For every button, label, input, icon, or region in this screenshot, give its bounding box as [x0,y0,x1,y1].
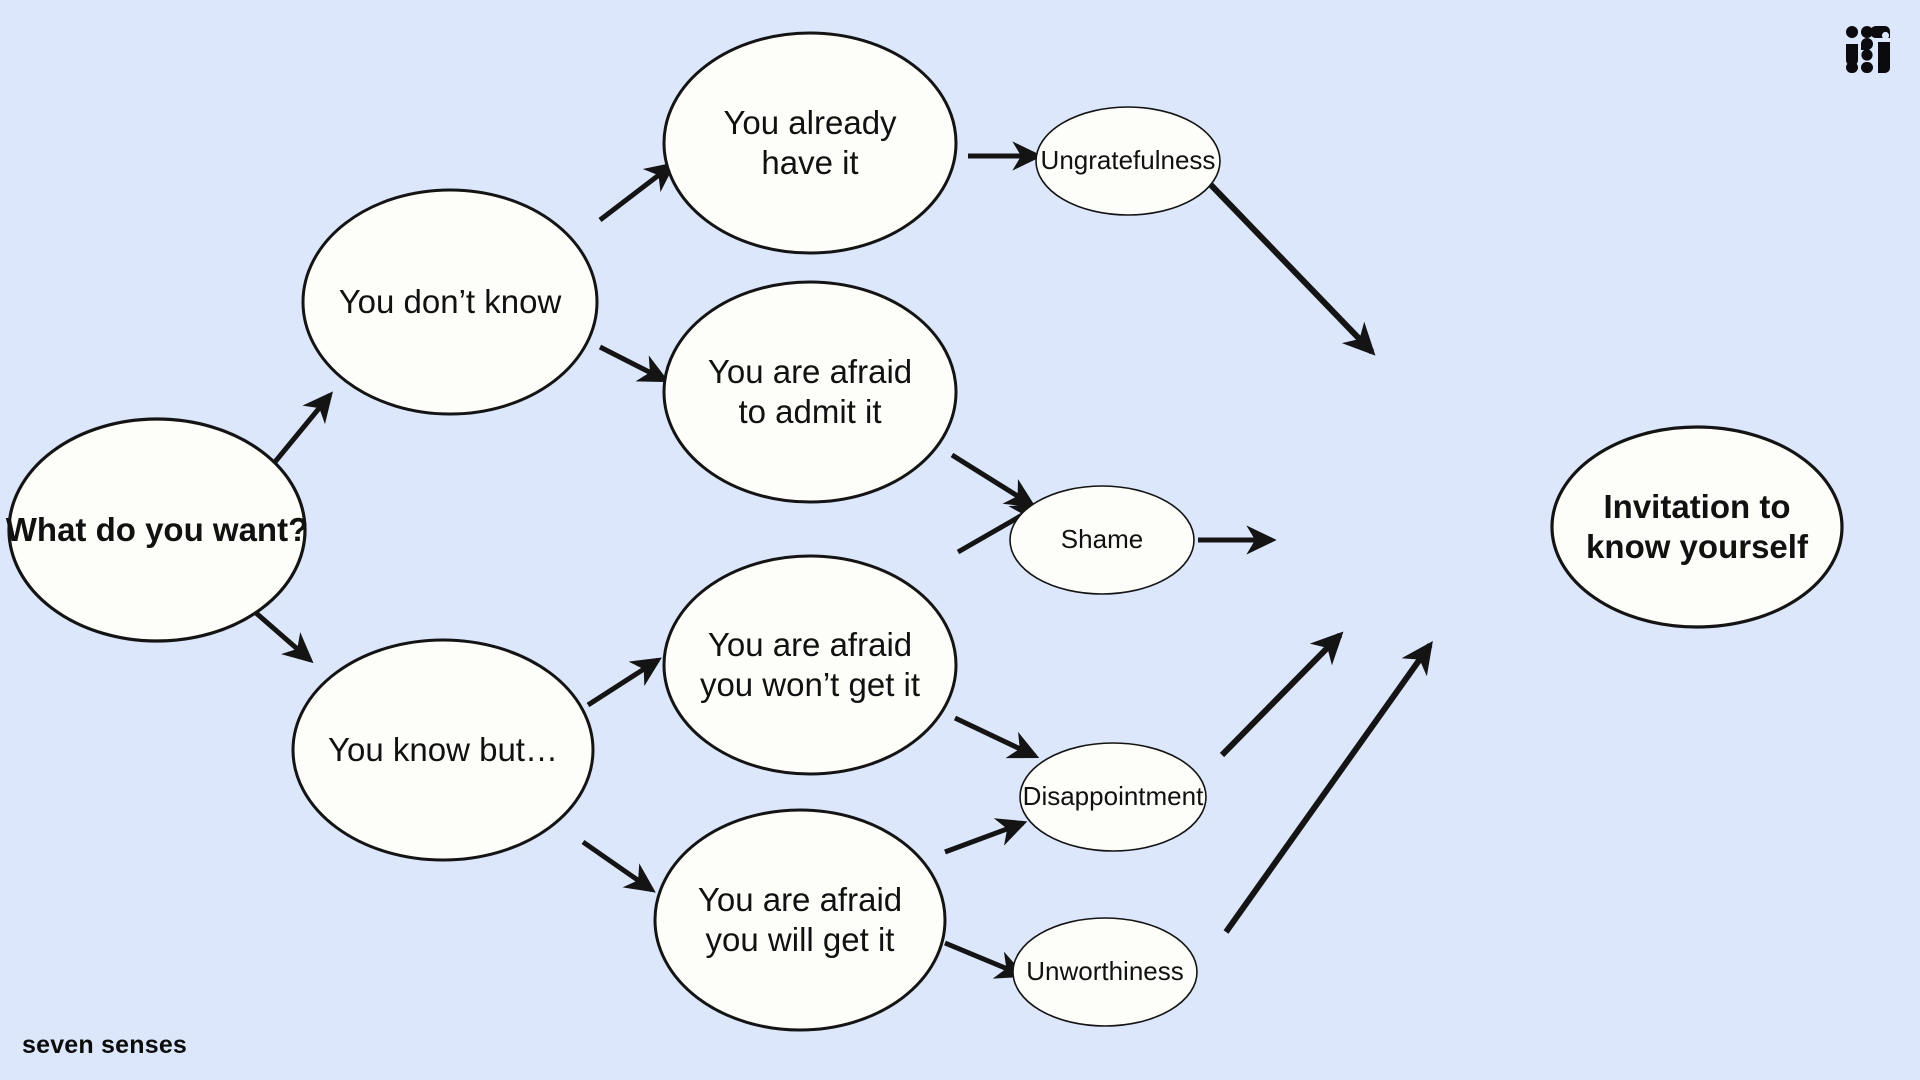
edge-afraid-wont-to-disappointment [953,715,1040,759]
node-layer [7,31,1844,1032]
brand-footer-text: seven senses [22,1031,188,1059]
node-root[interactable] [7,417,307,643]
node-dont-know[interactable] [301,188,599,416]
edge-ungratefulness-to-invitation [1208,182,1376,356]
edge-dont-know-to-afraid-admit [598,344,670,383]
edge-afraid-will-to-unworthiness [944,940,1027,979]
seven-senses-logo [1846,26,1890,73]
edge-unworthiness-to-invitation [1223,640,1433,934]
edge-disappointment-to-invitation [1219,631,1344,758]
edge-layer [246,141,1433,979]
node-unworthiness[interactable] [1012,917,1198,1027]
node-afraid-admit[interactable] [662,280,958,504]
edge-afraid-admit-to-shame [950,452,1036,508]
node-invitation[interactable] [1550,425,1844,629]
edge-root-to-know-but [246,604,314,664]
edge-dont-know-to-already-have [598,162,676,222]
node-disappointment[interactable] [1019,742,1207,852]
node-afraid-will[interactable] [653,808,947,1032]
node-already-have[interactable] [662,31,958,255]
edge-know-but-to-afraid-wont [586,657,662,708]
edge-root-to-dont-know [268,391,333,470]
edge-afraid-will-to-disappointment [944,818,1028,855]
node-afraid-wont[interactable] [662,554,958,776]
edge-know-but-to-afraid-will [581,839,656,893]
node-shame[interactable] [1009,485,1195,595]
node-know-but[interactable] [291,638,595,862]
node-ungratefulness[interactable] [1035,106,1221,216]
